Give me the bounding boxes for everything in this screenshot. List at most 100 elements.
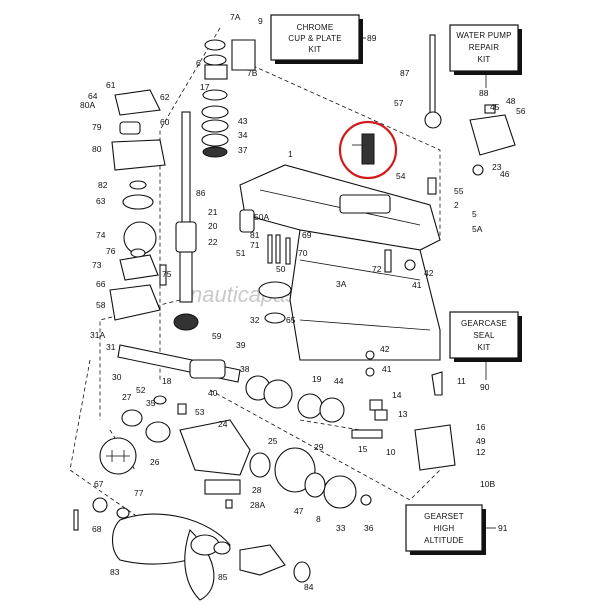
part-number-label: 3A	[336, 279, 347, 289]
kit-gearset-high-altitude: GEARSET HIGH ALTITUDE 91	[405, 504, 508, 555]
bearing-carrier	[121, 409, 316, 509]
part-number-label: 60	[160, 117, 170, 127]
part-number-label: 30	[112, 372, 122, 382]
part-number-label: 85	[218, 572, 228, 582]
part-number-label: 63	[96, 196, 106, 206]
kit-water-pump-line-3: KIT	[477, 55, 490, 64]
part-number-label: 65	[286, 315, 296, 325]
part-number-label: 67	[94, 479, 104, 489]
part-number-label: 9	[258, 16, 263, 26]
part-number-label: 74	[96, 230, 106, 240]
kit-gearset-line-2: HIGH	[434, 524, 455, 533]
part-number-label: 77	[134, 488, 144, 498]
part-number-label: 15	[358, 444, 368, 454]
kit-gearset-line-1: GEARSET	[424, 512, 464, 521]
kit-water-pump-repair: WATER PUMP REPAIR KIT 88	[449, 24, 522, 98]
part-number-label: 42	[380, 344, 390, 354]
part-number-label: 55	[454, 186, 464, 196]
kit-gearcase-line-2: SEAL	[473, 331, 495, 340]
part-number-label: 61	[106, 80, 116, 90]
kit-gearcase-line-1: GEARCASE	[461, 319, 507, 328]
propshaft-assembly	[117, 344, 345, 423]
part-number-label: 29	[314, 442, 324, 452]
part-number-label: 68	[92, 524, 102, 534]
shift-mechanism	[304, 371, 456, 509]
part-number-label: 23	[492, 162, 502, 172]
water-pump-parts	[109, 89, 167, 321]
part-number-label: 51	[236, 248, 246, 258]
part-number-label: 24	[218, 419, 228, 429]
part-number-label: 46	[500, 169, 510, 179]
housing-hardware	[239, 209, 416, 377]
part-number-label: 76	[106, 246, 116, 256]
kit-gearcase-ref: 90	[480, 382, 490, 392]
part-number-label: 72	[372, 264, 382, 274]
kit-chrome-ref: 89	[367, 33, 377, 43]
part-number-label: 45	[490, 102, 500, 112]
part-number-label: 37	[238, 145, 248, 155]
part-number-label: 47	[294, 506, 304, 516]
part-number-label: 10	[386, 447, 396, 457]
part-number-label: 87	[400, 68, 410, 78]
part-number-label: 50A	[254, 212, 269, 222]
part-number-label: 17	[200, 82, 210, 92]
part-number-label: 86	[196, 188, 206, 198]
kit-gearset-line-3: ALTITUDE	[424, 536, 464, 545]
kit-gearcase-seal: GEARCASE SEAL KIT 90	[449, 311, 522, 392]
part-number-label: 49	[476, 436, 486, 446]
part-number-label: 14	[392, 390, 402, 400]
part-number-label: 79	[92, 122, 102, 132]
part-number-label: 38	[240, 364, 250, 374]
part-number-label: 28A	[250, 500, 265, 510]
highlighted-part[interactable]	[338, 120, 398, 180]
part-number-label: 57	[394, 98, 404, 108]
part-number-label: 56	[516, 106, 526, 116]
part-number-label: 73	[92, 260, 102, 270]
part-number-label: 54	[396, 171, 406, 181]
water-pump-kit-parts	[424, 34, 516, 195]
part-number-label: 80A	[80, 100, 95, 110]
part-number-label: 31A	[90, 330, 105, 340]
part-number-label: 50	[276, 264, 286, 274]
part-number-label: 34	[238, 130, 248, 140]
part-number-label: 69	[302, 230, 312, 240]
part-number-label: 62	[160, 92, 170, 102]
part-number-label: 70	[298, 248, 308, 258]
part-number-label: 66	[96, 279, 106, 289]
top-stack	[201, 39, 256, 158]
part-number-label: 20	[208, 221, 218, 231]
part-number-label: 5	[472, 209, 477, 219]
kit-gearcase-line-3: KIT	[477, 343, 490, 352]
part-number-label: 31	[106, 342, 116, 352]
part-number-label: 41	[382, 364, 392, 374]
part-number-label: 41	[412, 280, 422, 290]
part-number-label: 58	[96, 300, 106, 310]
driveshaft	[173, 111, 199, 331]
part-number-label: 12	[476, 447, 486, 457]
lower-left-hardware	[73, 437, 137, 531]
part-number-label: 18	[162, 376, 172, 386]
gearcase-housing	[239, 164, 441, 361]
part-number-label: 52	[136, 385, 146, 395]
part-number-label: 13	[398, 409, 408, 419]
part-number-label: 83	[110, 567, 120, 577]
part-number-label: 22	[208, 237, 218, 247]
part-number-label: 19	[312, 374, 322, 384]
part-number-label: 1	[288, 149, 293, 159]
part-number-label: 35	[146, 398, 156, 408]
part-number-label: 8	[316, 514, 321, 524]
kit-gearset-ref: 91	[498, 523, 508, 533]
part-number-label: 11	[457, 376, 466, 386]
part-number-label: 6	[196, 58, 201, 68]
part-number-label: 75	[162, 269, 172, 279]
part-number-label: 48	[506, 96, 516, 106]
part-number-label: 64	[88, 91, 98, 101]
kit-chrome-line-3: KIT	[308, 45, 321, 54]
part-number-label: 7A	[230, 12, 241, 22]
part-number-label: 44	[334, 376, 344, 386]
part-number-label: 33	[336, 523, 346, 533]
part-number-label: 82	[98, 180, 108, 190]
